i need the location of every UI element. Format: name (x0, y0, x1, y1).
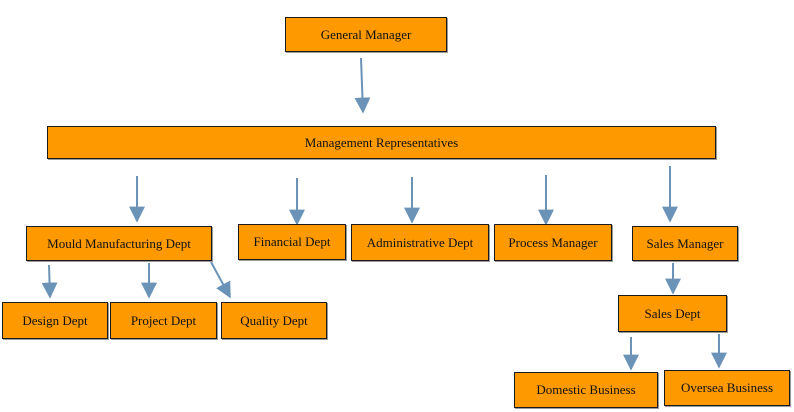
node-administrative-dept-label: Administrative Dept (366, 234, 474, 250)
node-management-representatives: Management Representatives (47, 126, 716, 159)
node-administrative-dept: Administrative Dept (351, 224, 489, 261)
node-mould-manufacturing-dept: Mould Manufacturing Dept (26, 226, 212, 261)
node-sales-manager-label: Sales Manager (646, 235, 724, 251)
node-design-dept: Design Dept (2, 302, 108, 339)
node-sales-dept-label: Sales Dept (644, 305, 701, 321)
node-financial-dept-label: Financial Dept (253, 234, 331, 249)
node-sales-dept: Sales Dept (618, 295, 727, 332)
arrow-gm-to-mgmt (354, 57, 371, 114)
node-domestic-business-label: Domestic Business (536, 382, 636, 397)
node-domestic-business: Domestic Business (514, 372, 658, 408)
node-oversea-business-label: Oversea Business (680, 380, 774, 395)
node-quality-dept: Quality Dept (221, 302, 327, 339)
node-project-dept-label: Project Dept (130, 312, 197, 328)
arrow-mould-to-quality (210, 261, 231, 299)
node-sales-manager: Sales Manager (632, 226, 738, 261)
node-general-manager-label: General Manager (320, 26, 412, 42)
node-project-dept: Project Dept (110, 302, 217, 339)
node-financial-dept: Financial Dept (238, 224, 346, 260)
node-management-representatives-label: Management Representatives (304, 134, 459, 150)
node-design-dept-label: Design Dept (22, 312, 88, 328)
node-quality-dept-label: Quality Dept (240, 312, 308, 328)
node-mould-manufacturing-dept-label: Mould Manufacturing Dept (47, 235, 191, 251)
node-process-manager-label: Process Manager (508, 234, 598, 250)
node-general-manager: General Manager (285, 17, 447, 52)
arrow-mould-to-design (41, 264, 58, 299)
node-process-manager: Process Manager (494, 224, 612, 261)
node-oversea-business: Oversea Business (664, 370, 790, 406)
